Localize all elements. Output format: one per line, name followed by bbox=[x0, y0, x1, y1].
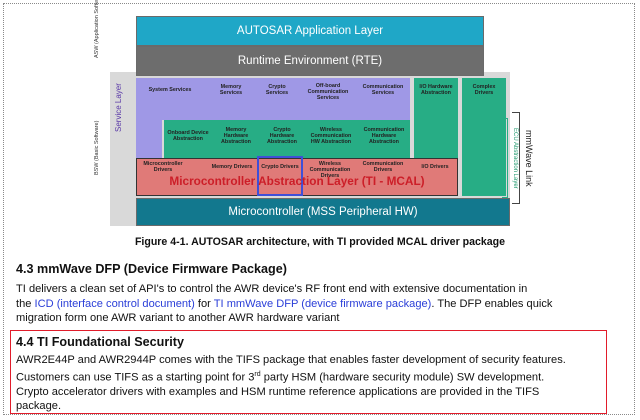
section-43-heading: 4.3 mmWave DFP (Device Firmware Package) bbox=[16, 262, 287, 276]
section-43-body: TI delivers a clean set of API's to cont… bbox=[16, 282, 616, 326]
app-layer-bar: AUTOSAR Application Layer bbox=[136, 16, 484, 46]
service-layer-block bbox=[136, 78, 410, 120]
drv-communication: Communication Drivers bbox=[362, 161, 404, 173]
icd-link[interactable]: ICD (interface control document) bbox=[34, 297, 195, 310]
section-44-highlight-box bbox=[10, 330, 607, 414]
service-crypto: Crypto Services bbox=[265, 84, 289, 96]
drv-io: I/O Drivers bbox=[421, 164, 449, 170]
autosar-diagram: ASW (Application Software) BSW (Basic So… bbox=[92, 0, 538, 230]
figure-caption: Figure 4-1. AUTOSAR architecture, with T… bbox=[134, 236, 506, 248]
abs-communication: Communication Hardware Abstraction bbox=[363, 127, 405, 145]
section-44-line1: AWR2E44P and AWR2944P comes with the TIF… bbox=[16, 354, 566, 366]
section-43-line1: TI delivers a clean set of API's to cont… bbox=[16, 283, 528, 295]
service-layer-label: Service Layer bbox=[114, 83, 123, 133]
abs-wireless: Wireless Communication HW Abstraction bbox=[310, 127, 352, 145]
dfp-link[interactable]: TI mmWave DFP (device firmware package) bbox=[213, 297, 432, 310]
ecu-abstraction-label: ECU Abstraction Layer bbox=[512, 127, 518, 189]
service-memory: Memory Services bbox=[219, 84, 243, 96]
rte-bar: Runtime Environment (RTE) bbox=[136, 46, 484, 76]
section-44-line4: package. bbox=[16, 400, 62, 413]
io-abstraction-label: I/O Hardware Abstraction bbox=[419, 84, 453, 96]
abs-memory: Memory Hardware Abstraction bbox=[221, 127, 251, 145]
abs-onboard: Onboard Device Abstraction bbox=[167, 130, 209, 142]
asw-label: ASW (Application Software) bbox=[94, 0, 100, 58]
mmwave-bracket bbox=[512, 112, 520, 204]
page-border bbox=[3, 3, 635, 415]
microcontroller-bar: Microcontroller (MSS Peripheral HW) bbox=[136, 198, 510, 226]
section-43-line2: the ICD (interface control document) for… bbox=[16, 297, 553, 310]
ecu-bracket bbox=[502, 118, 508, 198]
section-43-line3: migration form one AWR variant to anothe… bbox=[16, 312, 340, 325]
service-communication: Communication Services bbox=[362, 84, 404, 96]
mcal-overlay-text: Microcontroller Abstraction Layer (TI - … bbox=[169, 174, 425, 188]
drv-microcontroller: Microcontroller Drivers bbox=[143, 161, 183, 173]
abs-crypto: Crypto Hardware Abstraction bbox=[267, 127, 297, 145]
section-44-line2: Customers can use TIFS as a starting poi… bbox=[16, 370, 545, 384]
section-44-body: AWR2E44P and AWR2944P comes with the TIF… bbox=[16, 353, 616, 414]
service-offboard: Off-board Communication Services bbox=[307, 83, 349, 101]
abstraction-row bbox=[164, 120, 410, 158]
drv-memory: Memory Drivers bbox=[211, 164, 253, 170]
section-44-heading: 4.4 TI Foundational Security bbox=[16, 335, 184, 349]
complex-drivers-block bbox=[462, 78, 506, 196]
drv-crypto: Crypto Drivers bbox=[261, 164, 299, 170]
complex-drivers-label: Complex Drivers bbox=[472, 84, 496, 96]
crypto-driver-highlight bbox=[257, 156, 303, 196]
section-44-line3: Crypto accelerator drivers with examples… bbox=[16, 385, 540, 398]
drv-wireless: Wireless Communication Drivers bbox=[309, 161, 351, 179]
bsw-label: BSW (Basic Software) bbox=[94, 120, 100, 176]
service-system: System Services bbox=[148, 87, 192, 93]
mmwave-link-label: mmWave Link bbox=[524, 129, 534, 187]
